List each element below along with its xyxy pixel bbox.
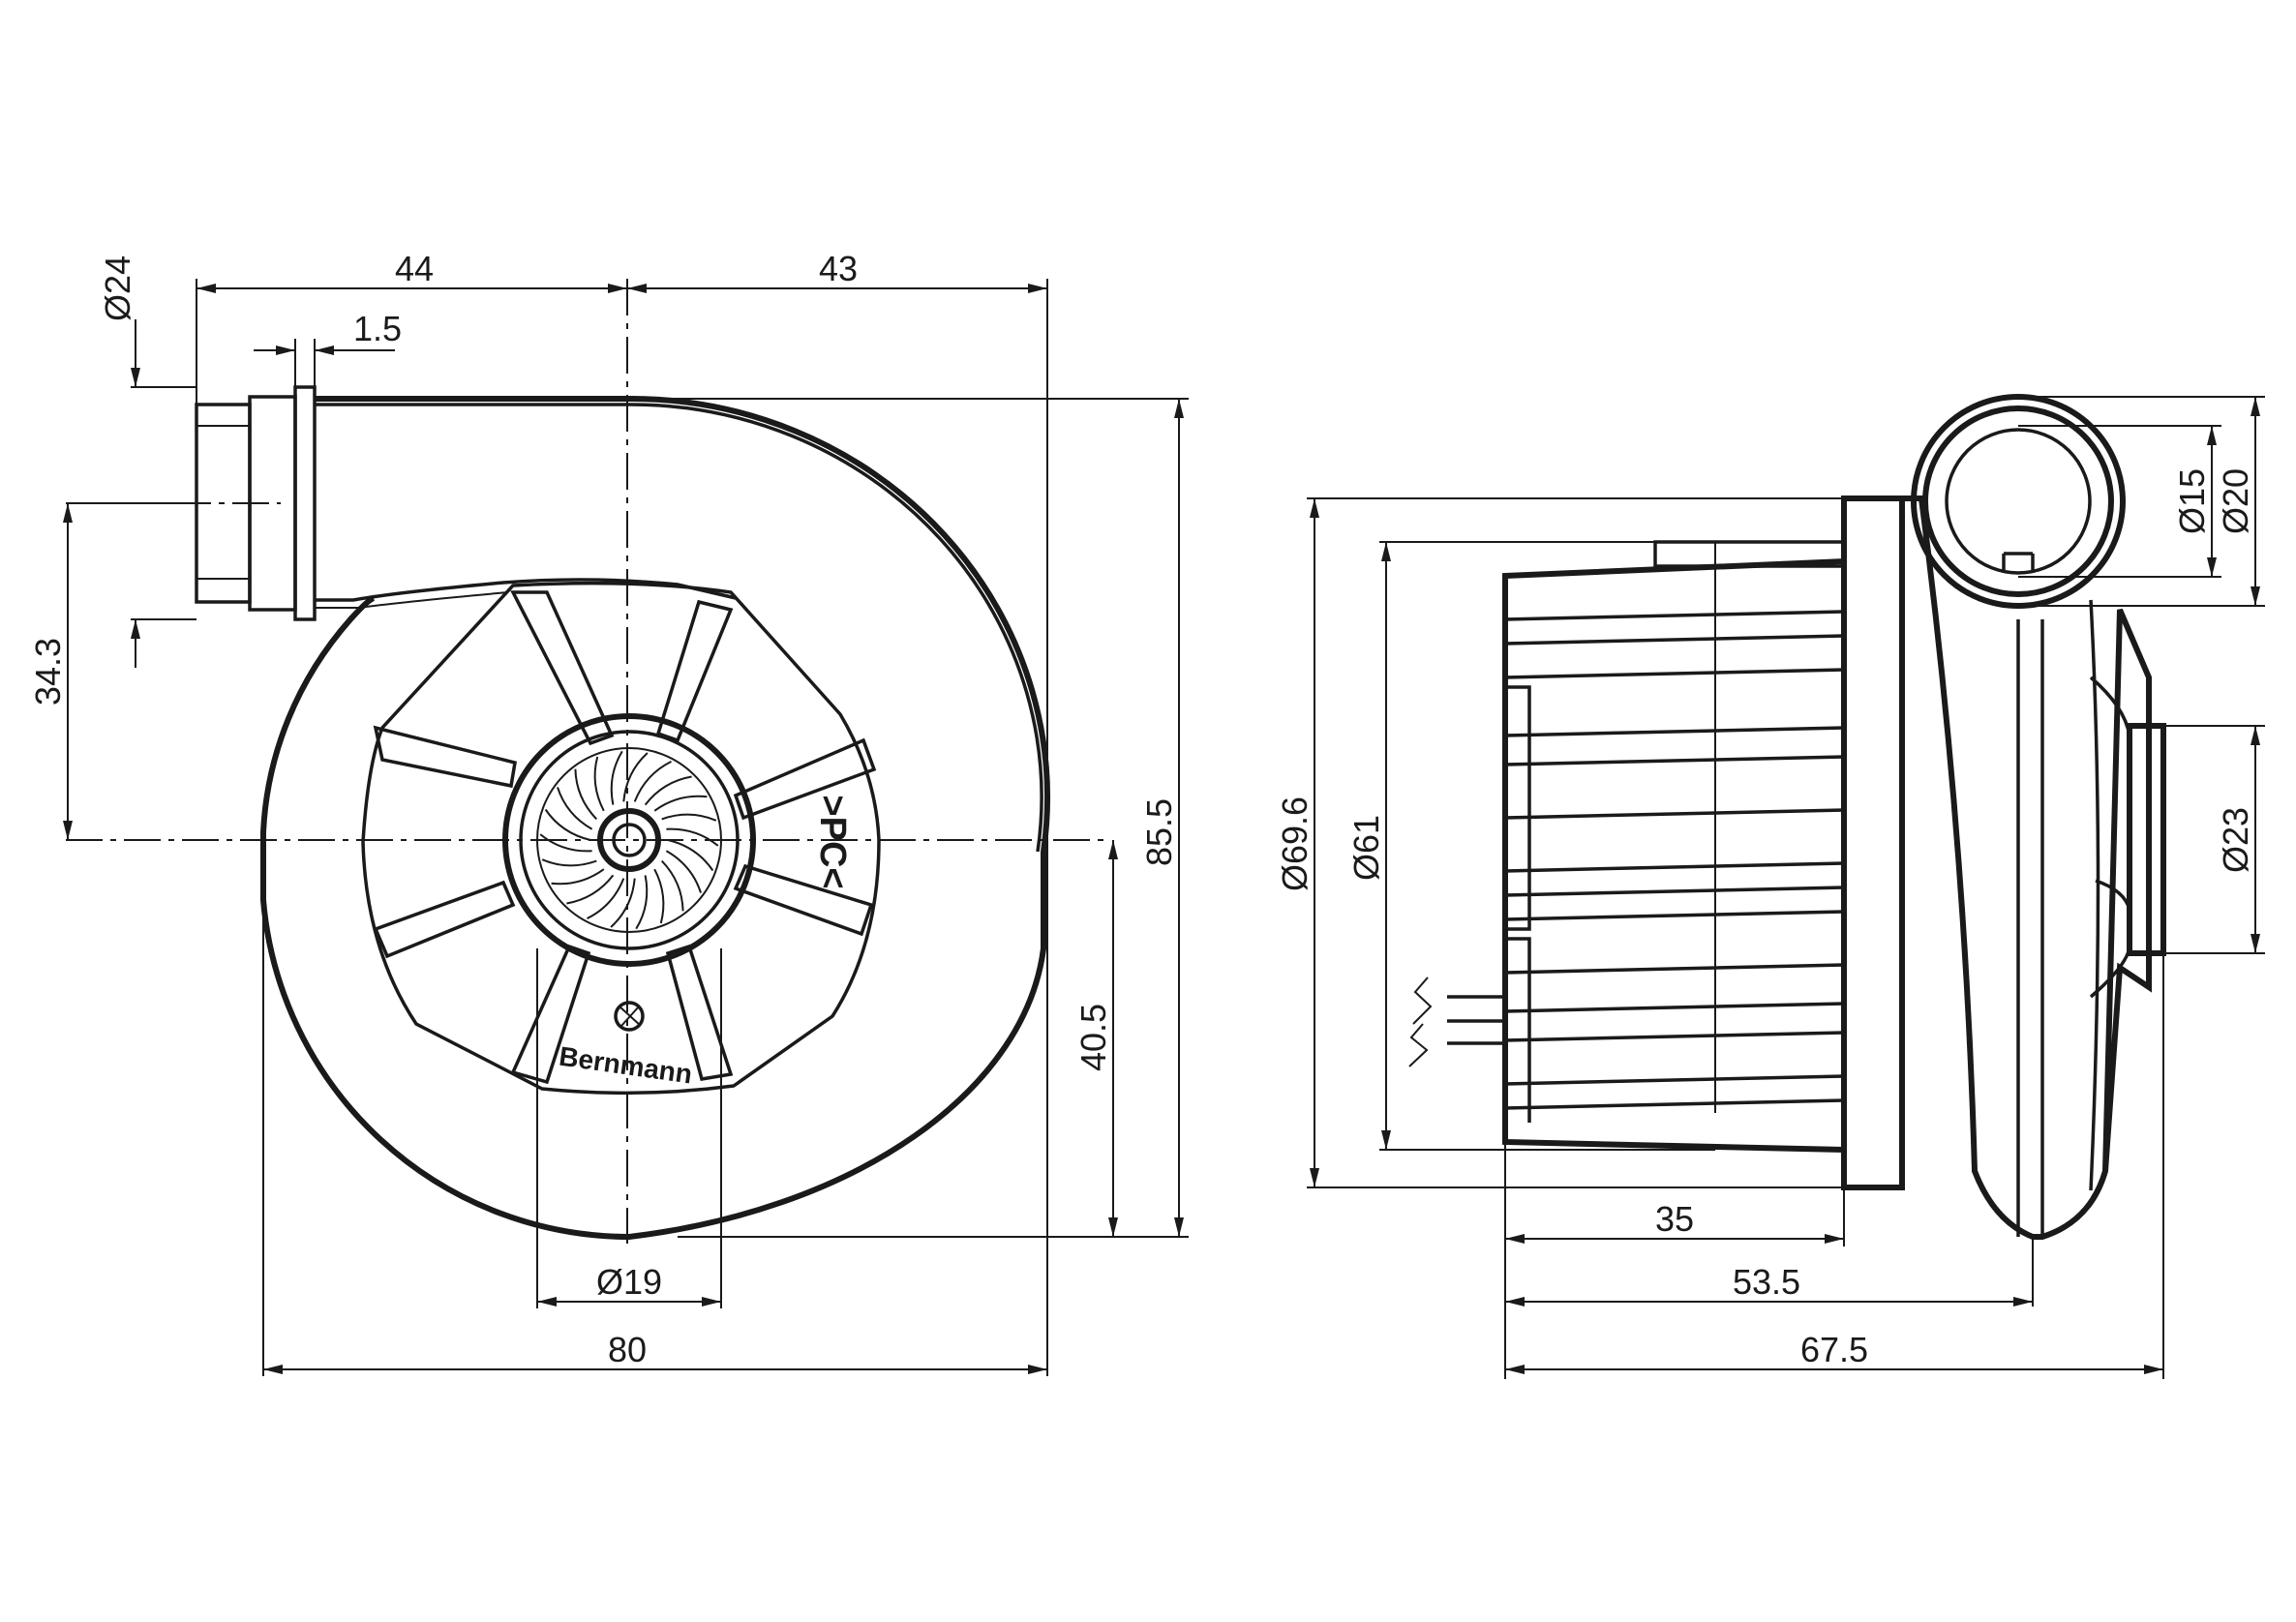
dim-outlet-diameter: Ø24 xyxy=(98,255,137,321)
side-outlet xyxy=(2089,676,2166,999)
impeller-blade xyxy=(557,787,593,830)
dim-motor-outer-diameter: Ø69.6 xyxy=(1275,796,1314,891)
motor-fin xyxy=(1504,910,1845,921)
motor-fin xyxy=(1504,861,1845,873)
scroll-side-outline xyxy=(1902,496,2152,1240)
impeller-blade xyxy=(660,859,684,912)
inlet-ring-inner xyxy=(1945,428,2092,575)
dim-width-left: 44 xyxy=(395,249,434,288)
motor-fin xyxy=(1504,726,1845,737)
impeller-blade xyxy=(633,761,672,802)
logo-text: Bernmann xyxy=(558,1041,694,1090)
dim-inlet-outer-diameter: Ø20 xyxy=(2216,468,2255,534)
motor-fin xyxy=(1504,1074,1845,1086)
motor-fin xyxy=(1504,610,1845,621)
impeller-blade xyxy=(622,752,649,802)
impeller-blade xyxy=(665,850,702,893)
dim-inlet-diameter: Ø19 xyxy=(596,1262,662,1302)
motor-fin xyxy=(1504,886,1845,897)
motor-body xyxy=(1408,540,1847,1154)
impeller-blade xyxy=(635,875,649,930)
intake-face xyxy=(361,581,881,1096)
motor-fin xyxy=(1504,1002,1845,1013)
impeller-blade xyxy=(574,768,598,821)
cable xyxy=(1447,995,1505,1045)
dim-inlet-inner-diameter: Ø15 xyxy=(2172,468,2212,534)
dim-total-depth: 67.5 xyxy=(1800,1330,1868,1369)
impeller-blade xyxy=(653,795,708,812)
guide-vanes xyxy=(373,590,877,1085)
impeller-blade xyxy=(610,878,636,928)
dim-total-width: 80 xyxy=(608,1330,647,1369)
motor-fin xyxy=(1504,668,1845,679)
mounting-plate xyxy=(1841,496,1905,1190)
impeller-marking: >PC< xyxy=(812,795,853,888)
dim-motor-length: 35 xyxy=(1655,1199,1694,1239)
impeller-blade xyxy=(610,750,623,805)
impeller-blade xyxy=(566,874,615,905)
manufacturer-logo: Bernmann xyxy=(558,1001,694,1090)
impeller-blade xyxy=(644,775,692,806)
dim-flange-thickness: 1.5 xyxy=(353,309,402,348)
impeller-blade xyxy=(667,839,714,872)
inlet-ring-mid xyxy=(1922,406,2114,597)
motor-fin xyxy=(1504,634,1845,646)
impeller-blade xyxy=(541,858,597,867)
impeller-blade xyxy=(593,756,605,812)
impeller-blades xyxy=(539,750,719,930)
motor-fin xyxy=(1504,755,1845,766)
motor-fin xyxy=(1504,963,1845,975)
impeller-blade xyxy=(666,827,719,847)
impeller-blade xyxy=(539,833,592,853)
dim-lower-height: 40.5 xyxy=(1073,1004,1113,1071)
volute-tongue xyxy=(315,578,737,602)
impeller-blade xyxy=(587,878,625,919)
scroll-housing-outline xyxy=(260,395,1050,1241)
impeller-blade xyxy=(653,868,665,924)
dim-width-right: 43 xyxy=(819,249,858,288)
impeller-blade xyxy=(544,808,591,841)
front-view: >PC< Bernmann xyxy=(28,249,1189,1376)
impeller-blade xyxy=(661,813,717,822)
motor-fin xyxy=(1504,1031,1845,1042)
dim-side-outlet-diameter: Ø23 xyxy=(2216,807,2255,873)
dim-outlet-height: 34.3 xyxy=(28,638,68,706)
motor-fin xyxy=(1504,808,1845,820)
dim-motor-inner-diameter: Ø61 xyxy=(1346,815,1386,881)
dim-total-height: 85.5 xyxy=(1139,798,1179,866)
motor-fin xyxy=(1504,1098,1845,1110)
side-view: Ø69.6 Ø61 Ø15 Ø20 Ø23 35 53.5 67.5 xyxy=(1275,394,2265,1379)
dim-motor-to-center: 53.5 xyxy=(1733,1262,1800,1302)
impeller-blade xyxy=(551,868,605,886)
